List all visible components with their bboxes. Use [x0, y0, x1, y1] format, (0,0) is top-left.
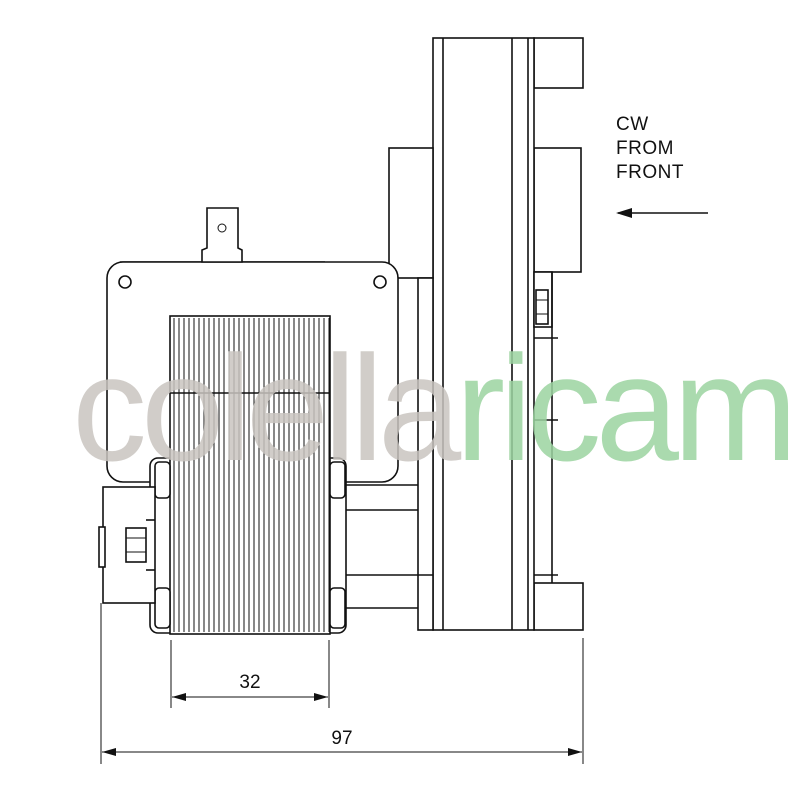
mounting-hole — [373, 275, 387, 289]
gearbox-assembly — [340, 37, 584, 631]
terminal-connector — [201, 207, 243, 263]
note-line-2: FROM — [616, 138, 674, 159]
arrow-head-icon — [616, 208, 632, 218]
mounting-hole — [118, 275, 132, 289]
watermark-logo: colellaricambi.. — [72, 324, 800, 492]
motor-stator — [149, 315, 347, 635]
note-line-3: FRONT — [616, 162, 684, 183]
dimension-overall: 97 — [100, 603, 584, 764]
watermark-part-1: colella — [72, 324, 462, 492]
rotation-note: CW FROM FRONT — [616, 114, 708, 218]
shaft-end — [98, 486, 156, 604]
dimension-label-overall: 97 — [331, 728, 352, 749]
dimension-label-inner: 32 — [239, 672, 260, 693]
watermark-part-2: ricambi — [455, 324, 800, 492]
dimension-inner: 32 — [170, 640, 330, 708]
note-line-1: CW — [616, 114, 649, 135]
svg-text:colellaricambi..: colellaricambi.. — [72, 324, 800, 492]
